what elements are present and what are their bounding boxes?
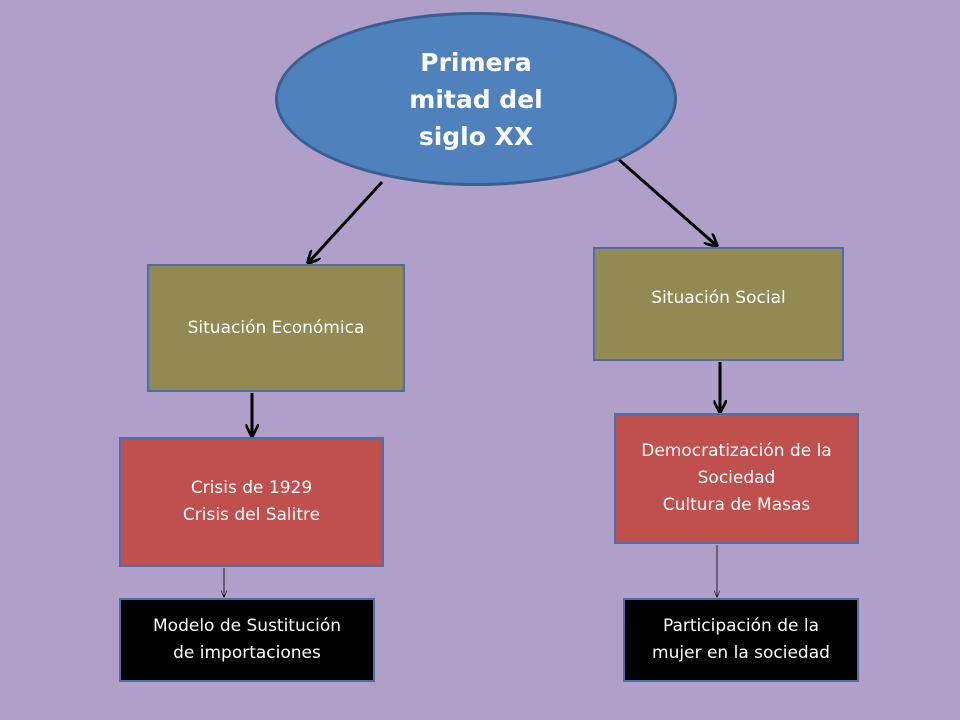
box-crisis: Crisis de 1929 Crisis del Salitre [119,437,384,567]
situacion-economica-label: Situación Económica [187,318,365,338]
root-label: Primera mitad del siglo XX [409,47,543,151]
root-ellipse-primera-mitad: Primera mitad del siglo XX [275,12,677,186]
participacion-mujer-label: Participación de la mujer en la sociedad [652,616,830,663]
box-participacion-mujer: Participación de la mujer en la sociedad [623,598,859,682]
situacion-social-label: Situación Social [651,288,786,308]
box-situacion-social: Situación Social [593,247,844,361]
modelo-sustitucion-label: Modelo de Sustitución de importaciones [153,616,341,663]
box-democratizacion: Democratización de la Sociedad Cultura d… [614,413,859,544]
crisis-label: Crisis de 1929 Crisis del Salitre [182,478,321,525]
arrow-root-to-economica [308,180,384,263]
arrow-root-to-social [616,156,717,246]
democratizacion-label: Democratización de la Sociedad Cultura d… [641,441,832,515]
box-situacion-economica: Situación Económica [147,264,405,392]
box-modelo-sustitucion: Modelo de Sustitución de importaciones [119,598,375,682]
